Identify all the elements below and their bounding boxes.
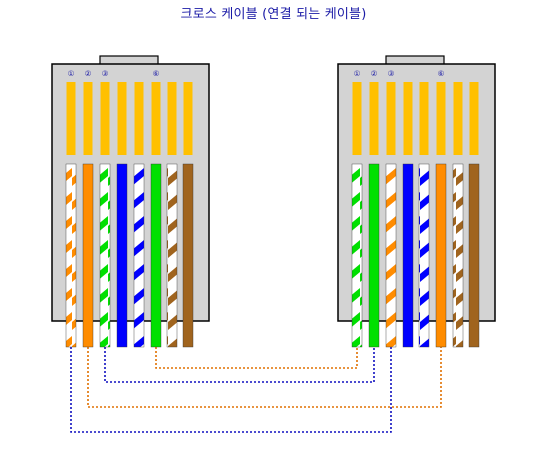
contact-pin-5 [419,82,429,155]
wire-1-white-green [351,163,363,348]
link-left3-right2 [104,347,375,383]
contact-pin-4 [403,82,413,155]
connector-left: ① ② ③ ⑥ [51,55,210,348]
wire-8-brown [182,163,194,348]
wire-6-green [150,163,162,348]
pin-number-2: ② [85,69,92,78]
contact-pin-2 [369,82,379,155]
diagram-title: 크로스 케이블 (연결 되는 케이블) [180,7,367,22]
wire-2-orange [82,163,94,348]
contact-pin-2 [83,82,93,155]
pin-number-1: ① [68,69,75,78]
link-left6-right1 [155,347,358,369]
pin-number-6: ⑥ [438,69,445,78]
connector-right: ① ② ③ ⑥ [337,55,496,348]
wire-1-white-orange [65,163,77,348]
wire-5-white-blue [133,163,145,348]
pin-number-2: ② [371,69,378,78]
wire-3-white-orange [385,163,397,348]
contact-pin-6 [151,82,161,155]
contact-pin-6 [436,82,446,155]
pin-number-3: ③ [388,69,395,78]
wire-8-brown [468,163,480,348]
connectors: ① ② ③ ⑥ ① ② ③ ⑥ [51,55,496,348]
contact-pin-5 [134,82,144,155]
wire-7-white-brown [166,163,178,348]
wire-2-green [368,163,380,348]
wire-5-white-blue [418,163,430,348]
link-left1-right3 [70,347,392,433]
contact-pin-3 [100,82,110,155]
wire-4-blue [116,163,128,348]
contact-pin-1 [66,82,76,155]
contact-pin-7 [167,82,177,155]
contact-pin-8 [183,82,193,155]
wire-4-blue [402,163,414,348]
crossover-links [70,347,442,433]
contact-pin-1 [352,82,362,155]
pin-number-6: ⑥ [153,69,160,78]
contact-pin-3 [386,82,396,155]
contact-pin-7 [453,82,463,155]
pin-number-3: ③ [102,69,109,78]
wire-6-orange [435,163,447,348]
pin-number-1: ① [354,69,361,78]
contact-pin-8 [469,82,479,155]
link-left2-right6 [87,347,442,408]
wire-3-white-green [99,163,111,348]
wire-7-white-brown [452,163,464,348]
contact-pin-4 [117,82,127,155]
